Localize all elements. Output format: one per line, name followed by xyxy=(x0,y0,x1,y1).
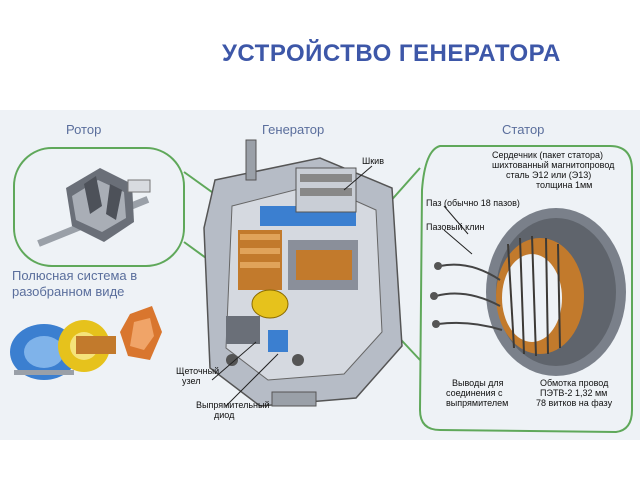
leads-label-line-1: Выводы для xyxy=(452,378,504,388)
winding-label-line-3: 78 витков на фазу xyxy=(536,398,613,408)
leads-label-line-3: выпрямителем xyxy=(446,398,509,408)
diode-label-line-2: диод xyxy=(214,410,235,420)
pole-system-heading-line-1: Полюсная система в xyxy=(12,268,138,283)
stator-callout-frame xyxy=(418,145,633,434)
pole-system-image xyxy=(10,306,162,380)
winding-label-line-1: Обмотка провод xyxy=(540,378,609,388)
core-label-line-3: сталь Э12 или (Э13) xyxy=(506,170,592,180)
core-label-line-4: толщина 1мм xyxy=(536,180,593,190)
winding-label-line-2: ПЭТВ-2 1,32 мм xyxy=(540,388,608,398)
generator-heading: Генератор xyxy=(262,122,325,137)
brush-label-line-2: узел xyxy=(182,376,201,386)
pole-system-heading-line-2: разобранном виде xyxy=(12,284,125,299)
slide-title: УСТРОЙСТВО ГЕНЕРАТОРА xyxy=(222,40,561,67)
core-label-line-1: Сердечник (пакет статора) xyxy=(492,150,603,160)
rotor-callout-frame xyxy=(13,147,185,267)
stator-heading: Статор xyxy=(502,122,545,137)
brush-label-line-1: Щеточный xyxy=(176,366,220,376)
core-label-line-2: шихтованный магнитопровод xyxy=(492,160,615,170)
slot-label: Паз (обычно 18 пазов) xyxy=(426,198,520,208)
wedge-label: Пазовый клин xyxy=(426,222,485,232)
stator-image xyxy=(430,208,626,376)
rotor-image xyxy=(37,168,151,247)
diagram-illustration xyxy=(10,139,633,434)
leads-label-line-2: соединения с xyxy=(446,388,503,398)
rotor-heading: Ротор xyxy=(66,122,102,137)
generator-diagram: Ротор Генератор Статор Полюсная система … xyxy=(0,110,640,440)
generator-image xyxy=(203,139,403,407)
diode-label-line-1: Выпрямительный xyxy=(196,400,270,410)
pulley-label: Шкив xyxy=(362,156,384,166)
